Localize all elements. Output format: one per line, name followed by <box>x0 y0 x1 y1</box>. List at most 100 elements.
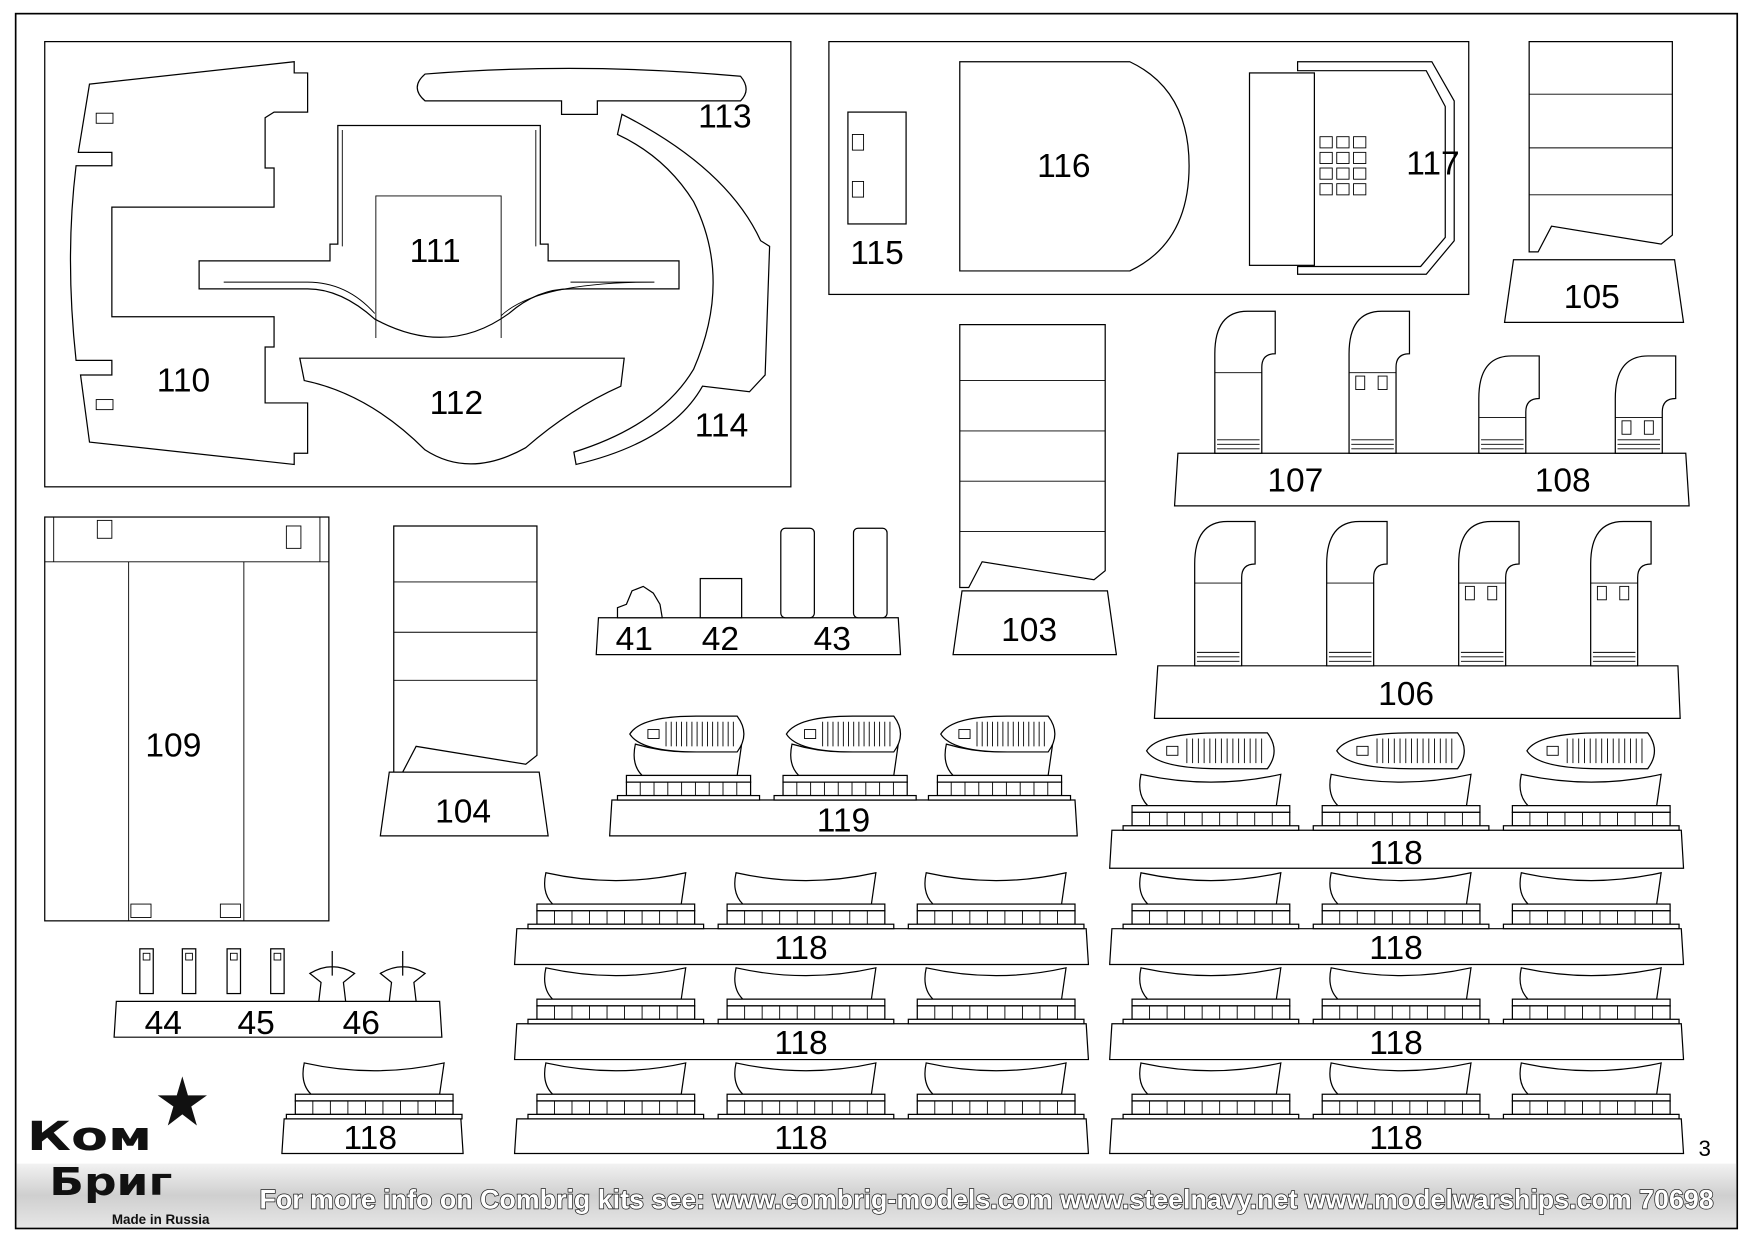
logo-line2: Бриг <box>49 1160 172 1204</box>
footer-info-text: For more info on Combrig kits see: www.c… <box>260 1184 1714 1214</box>
boat-cradle <box>1511 903 1671 912</box>
label-117: 117 <box>1406 146 1459 183</box>
part-117-panel-grid <box>1319 136 1367 196</box>
boat-plinth <box>717 1018 895 1025</box>
label-113: 113 <box>698 99 751 136</box>
vent-cowl <box>1478 355 1540 454</box>
boat-cradle <box>294 1093 454 1102</box>
part-115-slot <box>851 180 865 198</box>
vent-slot <box>1596 585 1607 601</box>
boat-plinth <box>1502 1113 1680 1120</box>
part-109-slot <box>219 903 241 918</box>
part-106 <box>1153 520 1681 719</box>
boat-hull-side <box>1519 1062 1662 1095</box>
label-44: 44 <box>145 1005 182 1042</box>
bollard <box>181 948 197 995</box>
parts-107-108 <box>1173 310 1690 507</box>
vent-cowl <box>1348 310 1411 454</box>
panel-cell <box>1353 167 1367 180</box>
part-110-slot <box>95 112 114 124</box>
boat-plinth <box>773 794 917 801</box>
label-42: 42 <box>702 621 739 658</box>
boat-hull-side <box>544 871 687 905</box>
boat-rack <box>916 1100 1076 1115</box>
boat-cradle <box>1131 903 1291 912</box>
label-118: 118 <box>1369 835 1422 872</box>
boat-plinth <box>1122 1018 1300 1025</box>
funnel-body <box>393 525 538 773</box>
panel-cell <box>1353 136 1367 149</box>
funnel-body <box>1528 40 1673 253</box>
boat-hull-side <box>1139 871 1282 905</box>
boat-hull-side <box>1329 967 1472 1000</box>
boat-cradle <box>625 774 752 783</box>
boat-cradle <box>726 903 886 912</box>
boat-fitting <box>958 729 971 739</box>
part-112 <box>299 357 625 465</box>
boat-hull-side <box>924 1062 1067 1095</box>
boat-rack <box>1511 910 1671 925</box>
boat-hull-side <box>1139 1062 1282 1095</box>
label-109: 109 <box>145 727 201 764</box>
part-41 <box>616 585 663 619</box>
boat-cradle <box>782 774 908 783</box>
vent-slot <box>1643 420 1654 435</box>
label-106: 106 <box>1378 676 1434 713</box>
label-118: 118 <box>344 1120 397 1157</box>
boat-plinth <box>527 1113 705 1120</box>
vent-cowl <box>1614 355 1677 454</box>
funnel-body <box>959 324 1106 589</box>
boat-cradle <box>1321 805 1481 813</box>
label-119: 119 <box>817 802 870 839</box>
boat-plinth <box>1122 825 1300 831</box>
boat-rack <box>1321 910 1481 925</box>
boat-cradle <box>916 998 1076 1007</box>
boat-fitting <box>804 729 817 739</box>
boat-plinth <box>1312 923 1490 930</box>
boat-rack <box>782 781 908 797</box>
label-118: 118 <box>1369 1025 1422 1062</box>
part-109-slot <box>130 903 152 918</box>
boat-hull-side <box>924 967 1067 1000</box>
boat-cradle <box>1321 998 1481 1007</box>
boat-hull-side <box>1139 967 1282 1000</box>
vent-base <box>1173 452 1690 507</box>
bollard-top <box>229 952 238 961</box>
anchor <box>379 951 427 1003</box>
boat-fitting <box>1166 745 1179 756</box>
sprue-base <box>513 1023 1090 1061</box>
boat-plinth <box>1502 1018 1680 1025</box>
part-105 <box>1503 40 1685 324</box>
boat-plinth <box>927 794 1072 801</box>
sprue-base <box>1109 829 1685 869</box>
vent-slot <box>1377 375 1388 390</box>
boat-plinth <box>1502 923 1680 930</box>
label-111: 111 <box>410 233 461 270</box>
star-icon <box>157 1076 207 1126</box>
label-104: 104 <box>435 793 491 830</box>
boat-hull-side <box>734 967 877 1000</box>
footer-band <box>16 1163 1737 1228</box>
part-103 <box>952 324 1118 656</box>
part-109-slot <box>96 519 113 539</box>
vent-cowl <box>1590 520 1652 667</box>
boat-rack <box>916 910 1076 925</box>
boat-cradle <box>1511 998 1671 1007</box>
bollard-top <box>185 952 193 961</box>
bollard <box>139 948 154 995</box>
boat-rack <box>936 781 1063 797</box>
combrig-logo: Ком Бриг Made in Russia <box>27 1076 210 1227</box>
panel-cell <box>1319 136 1333 149</box>
boat-hull-side <box>302 1062 445 1095</box>
boat-hull-side <box>1519 773 1662 807</box>
vent-slot <box>1487 585 1498 601</box>
part-42 <box>699 577 743 619</box>
boat-fitting <box>1356 745 1369 756</box>
boat-hull-top <box>1336 732 1465 770</box>
boat-rack <box>1511 811 1671 827</box>
part-110 <box>69 61 309 466</box>
part-115 <box>847 111 907 225</box>
anchor <box>308 951 356 1003</box>
boat-rack <box>726 1005 886 1020</box>
boat-hull-side <box>1519 967 1662 1000</box>
